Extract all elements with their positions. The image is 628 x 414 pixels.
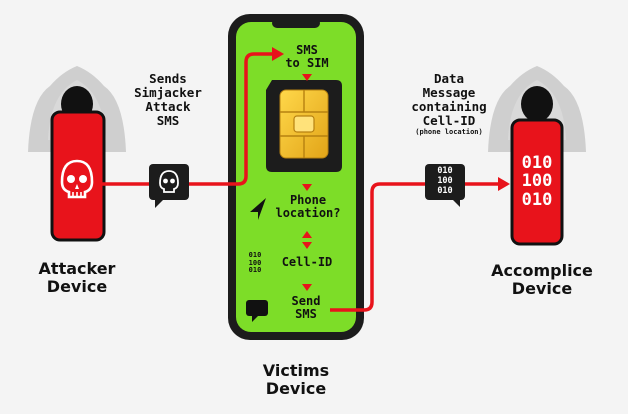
step-arrow-1 (302, 74, 312, 81)
step-phone-location: Phone location? (275, 193, 341, 221)
accomplice-binary: 010 100 010 (521, 153, 553, 210)
accomplice-figure (488, 66, 586, 246)
step-cell-binary: 010 100 010 (248, 251, 262, 275)
right-caption-line: Cell-ID (422, 113, 476, 128)
sim-card-icon (266, 80, 342, 172)
step-arrow-2 (302, 184, 312, 191)
left-caption-line: Simjacker (134, 85, 202, 100)
location-arrow-icon (250, 198, 266, 220)
attack-path-arrowhead (272, 47, 284, 61)
right-caption-line: Data (433, 71, 465, 86)
step-arrow-5 (302, 284, 312, 291)
exfil-path-line (330, 182, 500, 312)
right-caption-line: Message (422, 85, 476, 100)
step-sms-to-sim: SMS to SIM (285, 43, 329, 71)
step-arrow-3 (302, 231, 312, 238)
left-caption-line: Sends (149, 71, 187, 86)
left-caption-line: SMS (156, 113, 180, 128)
attacker-figure (28, 66, 126, 242)
accomplice-label: Accomplice Device (491, 261, 593, 298)
left-caption-line: Attack (145, 99, 191, 114)
attack-path-line (100, 52, 274, 186)
right-caption: Data Message containing Cell-ID (phone l… (396, 72, 502, 137)
bubble-skull-icon (159, 170, 179, 193)
bubble-binary: 010 100 010 (437, 166, 453, 196)
data-message-bubble (425, 164, 465, 207)
chat-bubble-icon (246, 300, 268, 322)
step-cell-id: Cell-ID (281, 255, 333, 269)
step-send-sms: Send SMS (291, 294, 321, 322)
left-caption: Sends Simjacker Attack SMS (118, 72, 218, 128)
attacker-label: Attacker Device (38, 259, 116, 296)
exfil-path-arrowhead (498, 177, 510, 191)
victim-label: Victims Device (262, 361, 330, 398)
right-caption-note: (phone location) (415, 128, 483, 136)
attack-sms-bubble (149, 164, 189, 208)
skull-icon (60, 159, 94, 199)
step-arrow-4 (302, 242, 312, 249)
right-caption-line: containing (411, 99, 487, 114)
